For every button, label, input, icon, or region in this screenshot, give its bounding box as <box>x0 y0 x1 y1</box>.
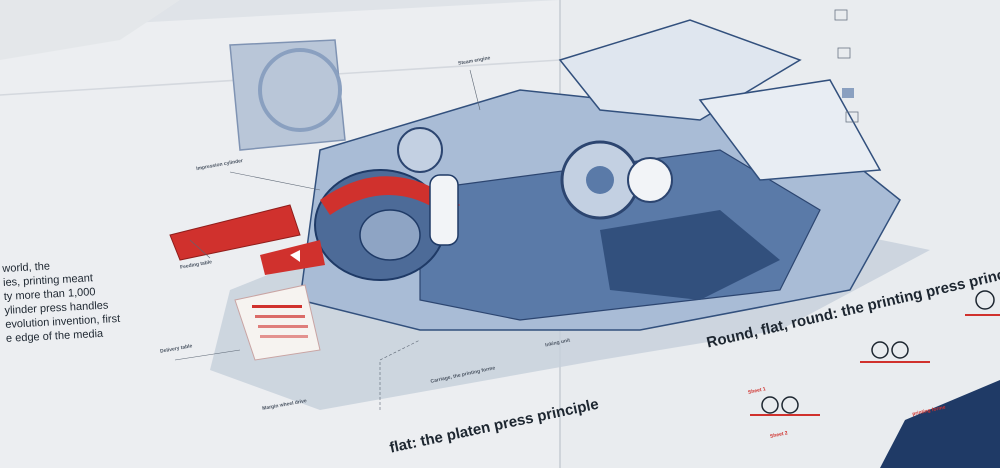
legend-icon <box>834 9 848 21</box>
side-platform <box>698 79 882 181</box>
printed-sheet <box>234 284 321 361</box>
ink-roller <box>429 174 459 246</box>
machine-dark-part <box>600 210 780 300</box>
dark-corner <box>880 380 1000 468</box>
gear-top <box>397 127 443 173</box>
feeding-sheet <box>169 204 301 261</box>
rear-wheel <box>258 48 342 132</box>
rear-frame <box>229 39 346 151</box>
callout-line <box>229 171 321 191</box>
gear-hub <box>586 166 614 194</box>
diagram-roller <box>761 396 779 414</box>
printed-lines <box>252 305 302 308</box>
cylinder-hub <box>359 209 421 261</box>
paper-corner <box>0 0 180 60</box>
arrow-left <box>290 250 300 262</box>
dashed-pointer <box>379 339 421 410</box>
left-body-text: world, the ies, printing meant ty more t… <box>2 256 121 346</box>
red-sheet-on-cylinder <box>320 176 460 215</box>
arrow-sheet <box>260 240 325 275</box>
gear-small <box>627 157 673 203</box>
